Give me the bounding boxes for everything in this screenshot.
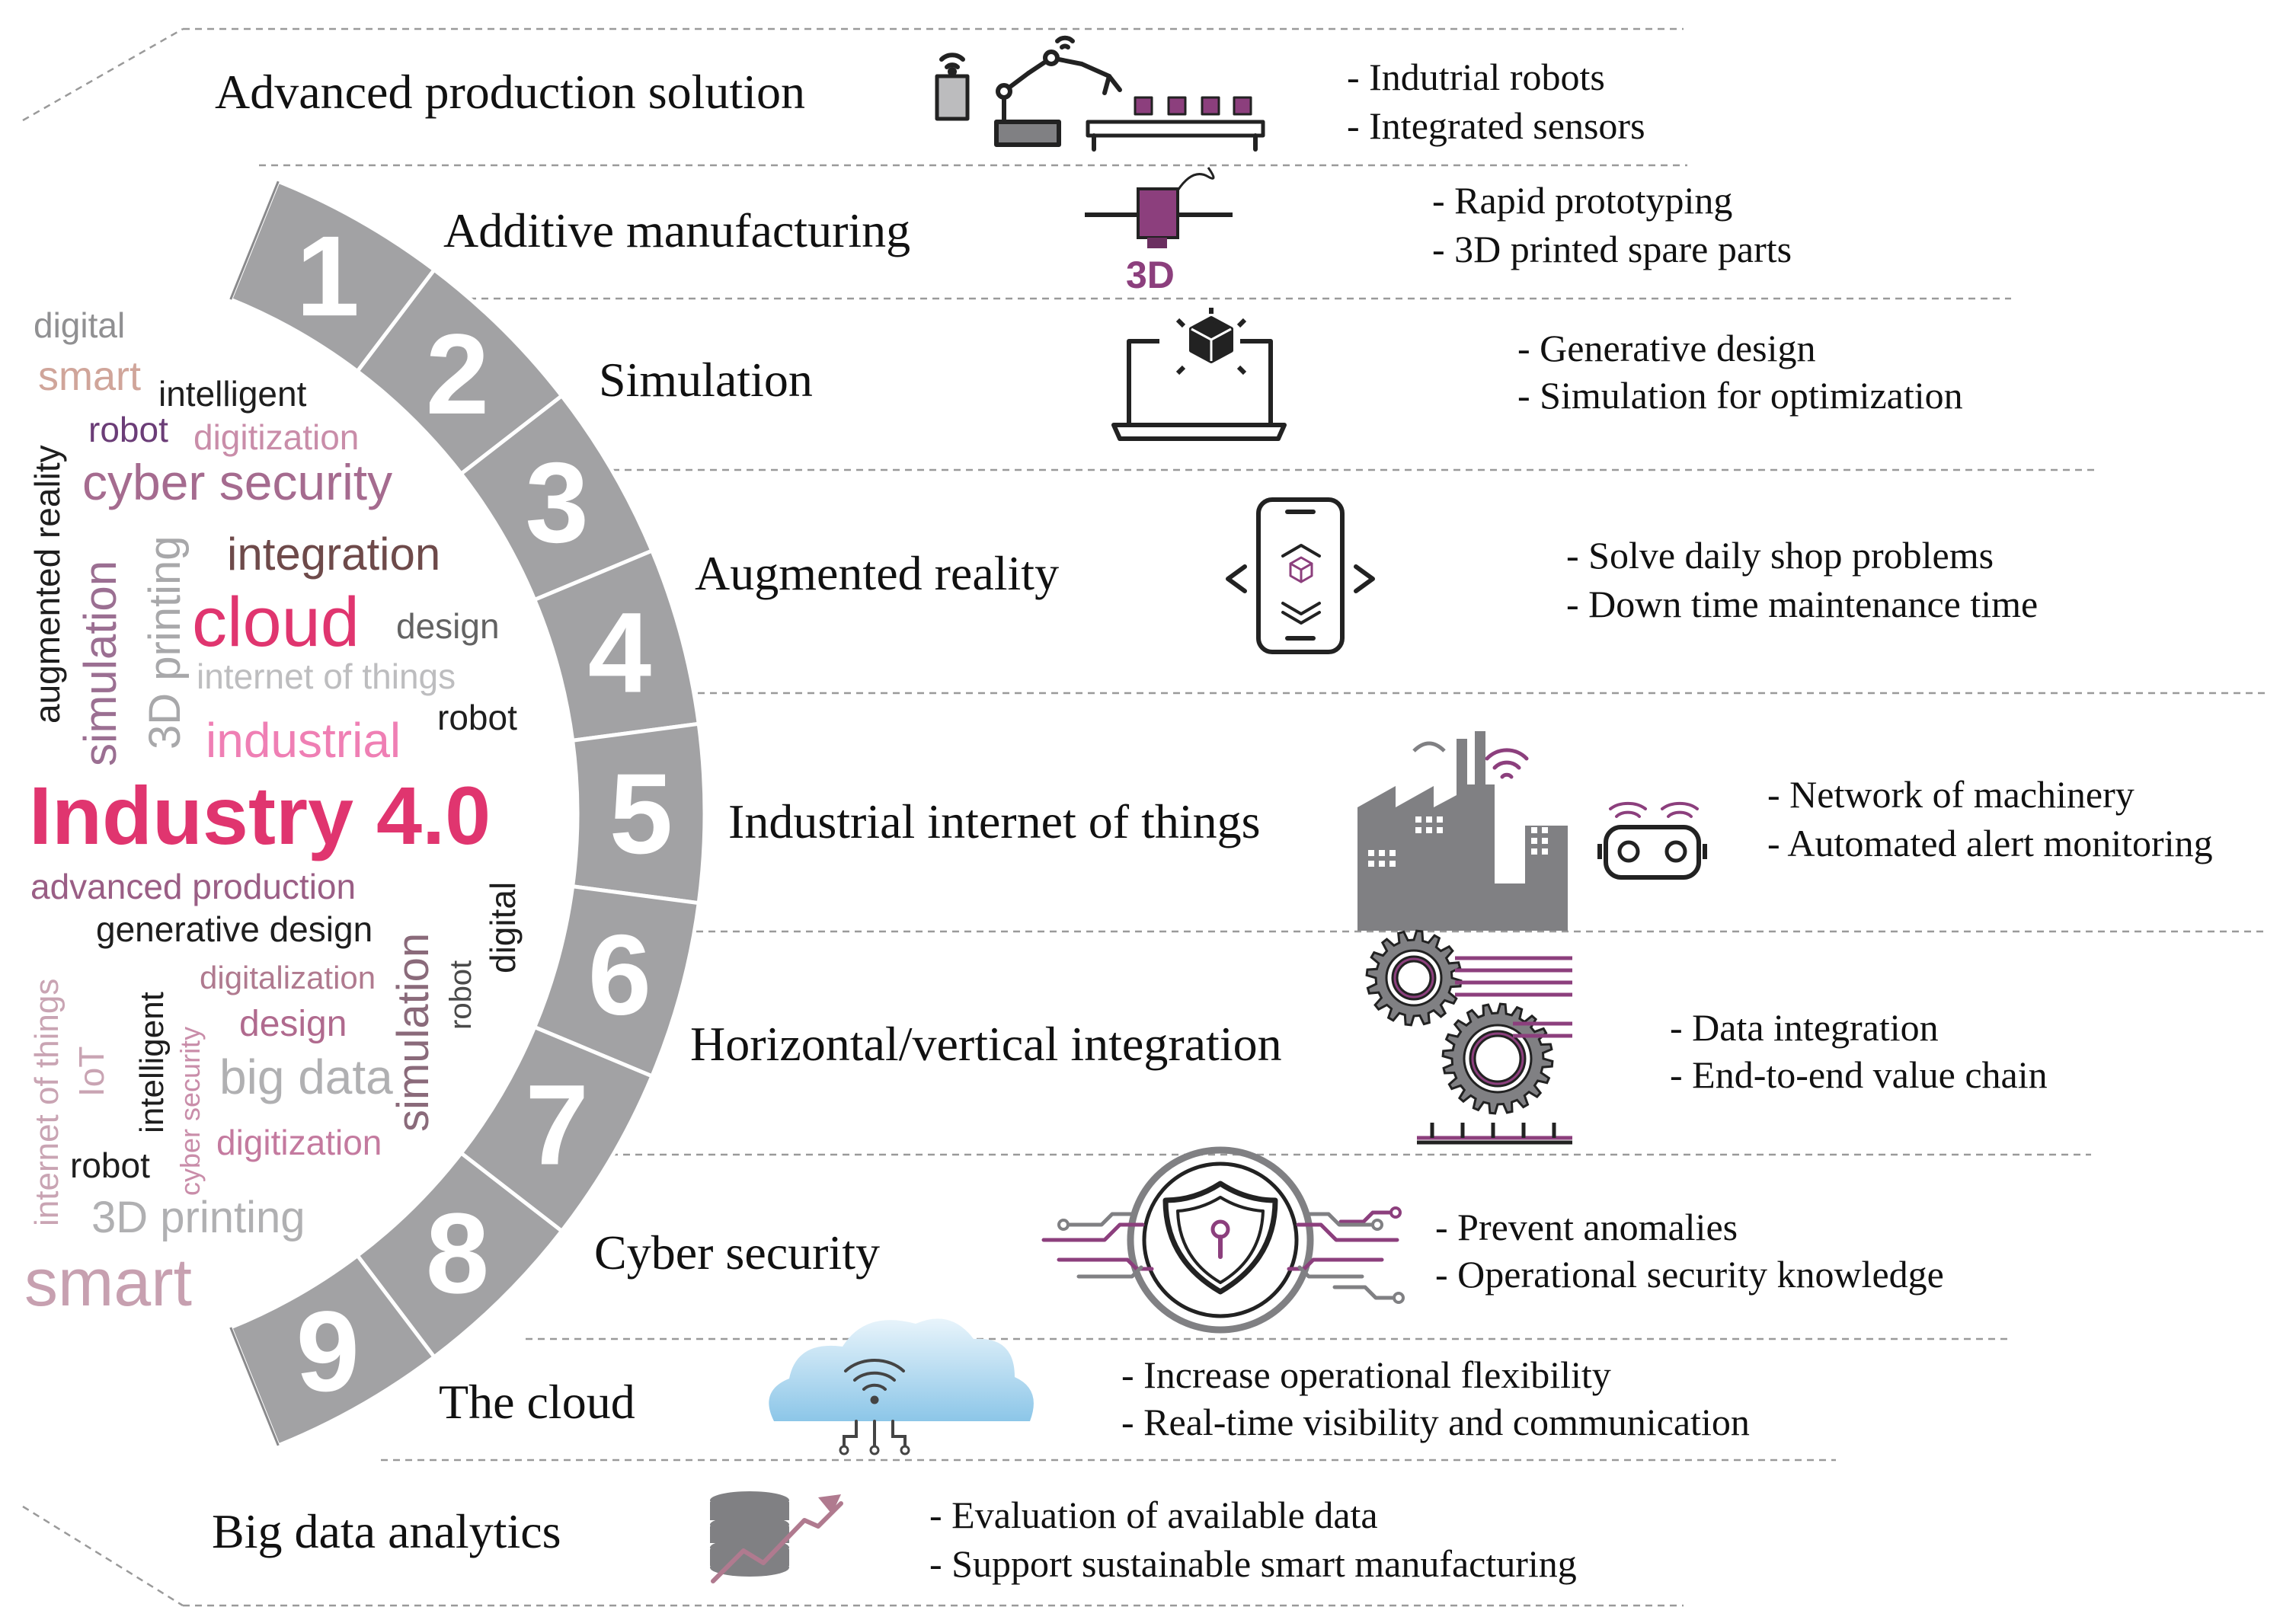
word-cloud-term: design <box>239 1004 347 1044</box>
word-cloud-term: simulation <box>75 561 126 766</box>
ring-number: 4 <box>588 588 651 716</box>
laptop-cube-icon <box>1111 308 1287 441</box>
ring-number: 2 <box>426 310 489 438</box>
section-bullet: - Data integration <box>1670 1006 1939 1049</box>
word-cloud-term: digitization <box>193 417 359 457</box>
frame-lines <box>22 27 1684 1607</box>
word-cloud-term: smart <box>38 353 141 399</box>
section-bullet: - 3D printed spare parts <box>1432 228 1792 270</box>
3d-label: 3D <box>1126 254 1175 296</box>
ring-number: 6 <box>588 911 651 1039</box>
section-bullet: - Support sustainable smart manufacturin… <box>929 1542 1577 1585</box>
section-bullet: - Down time maintenance time <box>1566 583 2038 625</box>
smartphone-ar-icon <box>1226 497 1375 654</box>
section-title: Additive manufacturing <box>443 203 910 257</box>
word-cloud-term: robot <box>70 1146 150 1185</box>
gear-ring <box>1396 960 1432 996</box>
section-title: Simulation <box>599 353 813 407</box>
factory-wireless-icon <box>1357 731 1707 931</box>
gear-ring <box>1473 1034 1522 1083</box>
section-bullet: - Integrated sensors <box>1347 104 1645 147</box>
word-cloud-term: advanced production <box>30 867 356 906</box>
shield-circuit-icon <box>1041 1146 1405 1334</box>
word-cloud-term: 3D printing <box>140 536 190 749</box>
section-6: Horizontal/vertical integration - Data i… <box>690 1006 2048 1096</box>
section-bullet: - Prevent anomalies <box>1435 1206 1738 1248</box>
section-4: Augmented reality - Solve daily shop pro… <box>695 534 2038 625</box>
word-cloud-term: internet of things <box>197 657 456 696</box>
cloud-wifi-icon <box>769 1318 1034 1455</box>
ring-number: 1 <box>296 212 360 340</box>
word-cloud-term: digital <box>483 882 523 973</box>
section-bullet: - Indutrial robots <box>1347 56 1605 98</box>
section-title: The cloud <box>439 1375 635 1429</box>
database-chart-icon <box>710 1491 843 1583</box>
word-cloud-term: 3D printing <box>91 1193 305 1242</box>
section-bullet: - Evaluation of available data <box>929 1494 1378 1536</box>
word-cloud-term: intelligent <box>133 992 171 1133</box>
section-bullet: - Operational security knowledge <box>1435 1253 1944 1296</box>
section-2: Additive manufacturing - Rapid prototypi… <box>443 179 1792 270</box>
word-cloud-term: digital <box>34 305 125 345</box>
section-bullet: - Network of machinery <box>1767 773 2135 816</box>
industry-4-title: Industry 4.0 <box>29 769 491 861</box>
ring-number: 8 <box>426 1189 489 1317</box>
section-3: Simulation - Generative design - Simulat… <box>599 327 1963 417</box>
robot-arm-conveyor-icon <box>935 35 1265 152</box>
word-cloud-term: internet of things <box>28 979 66 1226</box>
word-cloud-term: smart <box>24 1245 192 1320</box>
gears-integration-icon <box>1365 929 1572 1145</box>
ring-edge <box>229 181 280 1446</box>
word-cloud-term: robot <box>437 698 517 737</box>
gear-small-icon <box>1365 929 1463 1027</box>
section-title: Horizontal/vertical integration <box>690 1017 1282 1071</box>
section-bullet: - Solve daily shop problems <box>1566 534 1994 577</box>
word-cloud-term: generative design <box>96 909 373 949</box>
sections: Advanced production solution - Indutrial… <box>212 56 2213 1585</box>
section-title: Augmented reality <box>695 546 1059 600</box>
section-title: Big data analytics <box>212 1504 561 1558</box>
word-cloud-term: robot <box>88 410 168 449</box>
section-8: The cloud - Increase operational flexibi… <box>439 1353 1750 1443</box>
word-cloud-term: big data <box>219 1050 393 1104</box>
word-cloud-term: augmented reality <box>27 445 67 724</box>
section-title: Advanced production solution <box>215 65 805 119</box>
word-cloud-term: industrial <box>206 713 401 768</box>
section-dividers <box>259 164 2266 1462</box>
section-bullet: - Increase operational flexibility <box>1121 1353 1611 1396</box>
word-cloud-term: IoT <box>72 1046 111 1097</box>
word-cloud-term: digitalization <box>200 960 376 995</box>
ring-number: 5 <box>609 749 673 877</box>
section-9: Big data analytics - Evaluation of avail… <box>212 1494 1577 1585</box>
word-cloud-term: intelligent <box>158 374 307 414</box>
word-cloud: digital smart intelligent robot digitiza… <box>24 305 523 1320</box>
word-cloud-term: cloud <box>192 583 360 661</box>
section-bullet: - Rapid prototyping <box>1432 179 1732 222</box>
section-bullet: - End-to-end value chain <box>1670 1053 2048 1096</box>
ring-number: 3 <box>525 439 588 567</box>
3d-printer-icon: 3D <box>1085 167 1233 296</box>
ring-number: 9 <box>296 1287 360 1415</box>
word-cloud-term: digitization <box>216 1123 382 1162</box>
section-bullet: - Generative design <box>1517 327 1816 369</box>
section-5: Industrial internet of things - Network … <box>728 773 2213 864</box>
word-cloud-term: simulation <box>389 933 438 1132</box>
gear-large-icon <box>1441 1002 1554 1115</box>
section-bullet: - Real-time visibility and communication <box>1121 1401 1750 1443</box>
section-bullet: - Simulation for optimization <box>1517 374 1963 417</box>
word-cloud-term: robot <box>444 960 478 1030</box>
word-cloud-term: design <box>396 606 500 646</box>
word-cloud-term: cyber security <box>174 1027 206 1196</box>
section-title: Industrial internet of things <box>728 794 1261 848</box>
section-bullet: - Automated alert monitoring <box>1767 822 2213 864</box>
section-title: Cyber security <box>594 1225 880 1280</box>
section-1: Advanced production solution - Indutrial… <box>215 56 1645 147</box>
word-cloud-term: cyber security <box>82 454 392 510</box>
section-7: Cyber security - Prevent anomalies - Ope… <box>594 1206 1944 1296</box>
word-cloud-term: integration <box>227 529 440 580</box>
ring-number: 7 <box>525 1060 588 1188</box>
